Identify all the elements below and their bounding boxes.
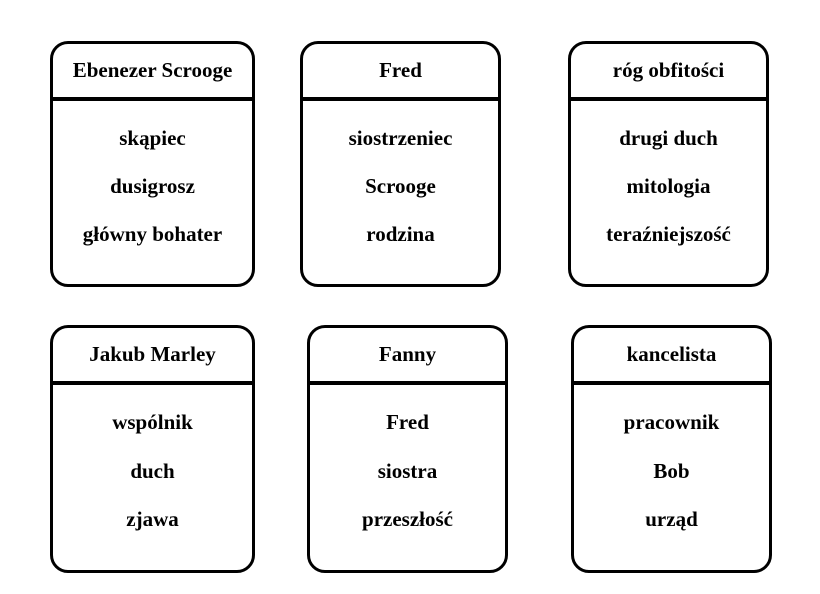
card-title: kancelista [626, 342, 717, 366]
card-title: Jakub Marley [89, 342, 216, 366]
card-body: siostrzeniec Scrooge rodzina [303, 101, 498, 284]
card-header: kancelista [574, 328, 769, 385]
card-kancelista: kancelista pracownik Bob urząd [571, 325, 772, 573]
card-fanny: Fanny Fred siostra przeszłość [307, 325, 508, 573]
card-body: skąpiec dusigrosz główny bohater [53, 101, 252, 284]
card-item: mitologia [626, 173, 711, 198]
card-item: siostrzeniec [348, 125, 453, 150]
card-item: duch [130, 458, 175, 483]
card-jakub-marley: Jakub Marley wspólnik duch zjawa [50, 325, 255, 573]
card-item: teraźniejszość [606, 221, 731, 246]
card-header: Jakub Marley [53, 328, 252, 385]
card-header: Ebenezer Scrooge [53, 44, 252, 101]
card-title: róg obfitości [612, 58, 725, 82]
card-item: skąpiec [119, 125, 186, 150]
card-item: główny bohater [82, 221, 223, 246]
card-header: Fred [303, 44, 498, 101]
card-body: wspólnik duch zjawa [53, 385, 252, 570]
card-item: pracownik [623, 410, 720, 435]
card-title: Fred [379, 58, 422, 82]
card-item: rodzina [366, 221, 435, 246]
card-body: drugi duch mitologia teraźniejszość [571, 101, 766, 284]
card-item: siostra [377, 458, 438, 483]
card-item: wspólnik [112, 410, 193, 435]
card-item: Fred [386, 410, 429, 435]
card-ebenezer-scrooge: Ebenezer Scrooge skąpiec dusigrosz główn… [50, 41, 255, 287]
card-header: Fanny [310, 328, 505, 385]
card-item: Bob [653, 458, 690, 483]
card-item: urząd [645, 507, 698, 532]
card-header: róg obfitości [571, 44, 766, 101]
card-item: drugi duch [619, 125, 718, 150]
card-body: pracownik Bob urząd [574, 385, 769, 570]
card-body: Fred siostra przeszłość [310, 385, 505, 570]
card-item: zjawa [126, 507, 179, 532]
card-title: Ebenezer Scrooge [72, 58, 233, 82]
card-item: dusigrosz [110, 173, 195, 198]
card-item: Scrooge [365, 173, 436, 198]
card-rog-obfitosci: róg obfitości drugi duch mitologia teraź… [568, 41, 769, 287]
card-item: przeszłość [362, 507, 453, 532]
card-title: Fanny [378, 342, 437, 366]
card-fred: Fred siostrzeniec Scrooge rodzina [300, 41, 501, 287]
